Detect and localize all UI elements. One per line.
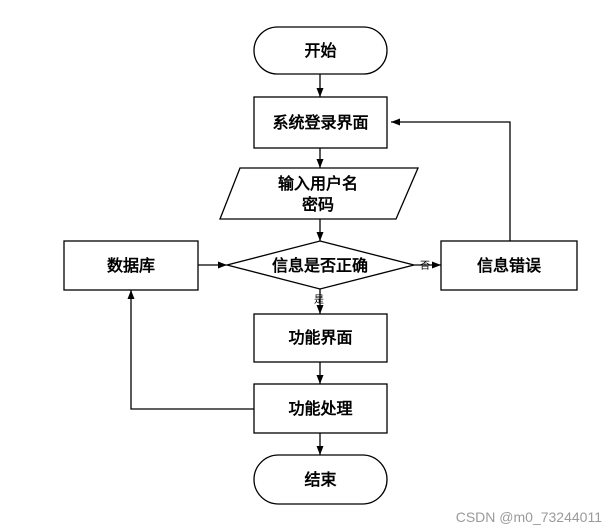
decision-label: 信息是否正确 (272, 256, 368, 275)
error-label: 信息错误 (477, 256, 542, 275)
edge-process-to-database (127, 290, 254, 410)
function-ui-label: 功能界面 (288, 328, 352, 347)
input-label-line2: 密码 (301, 195, 334, 214)
login-screen-box (253, 96, 388, 149)
end-label: 结束 (303, 470, 337, 489)
login-screen-label: 系统登录界面 (272, 113, 368, 132)
start-label: 开始 (304, 41, 336, 60)
input-label-line1: 输入用户名 (278, 174, 358, 193)
database-box (63, 240, 199, 291)
end-terminal (253, 454, 388, 505)
edge-label-no: 否 (420, 260, 430, 272)
edge-label-yes: 是 (314, 294, 324, 306)
input-parallelogram (219, 167, 419, 220)
function-process-box (253, 383, 388, 434)
function-ui-box (253, 313, 388, 363)
error-box (440, 240, 578, 291)
watermark: CSDN @m0_73244011 (455, 509, 602, 525)
edge-error-to-login (391, 118, 511, 241)
start-terminal (253, 26, 388, 75)
decision-diamond (226, 240, 415, 290)
function-process-label: 功能处理 (288, 399, 352, 418)
database-label: 数据库 (107, 256, 155, 275)
